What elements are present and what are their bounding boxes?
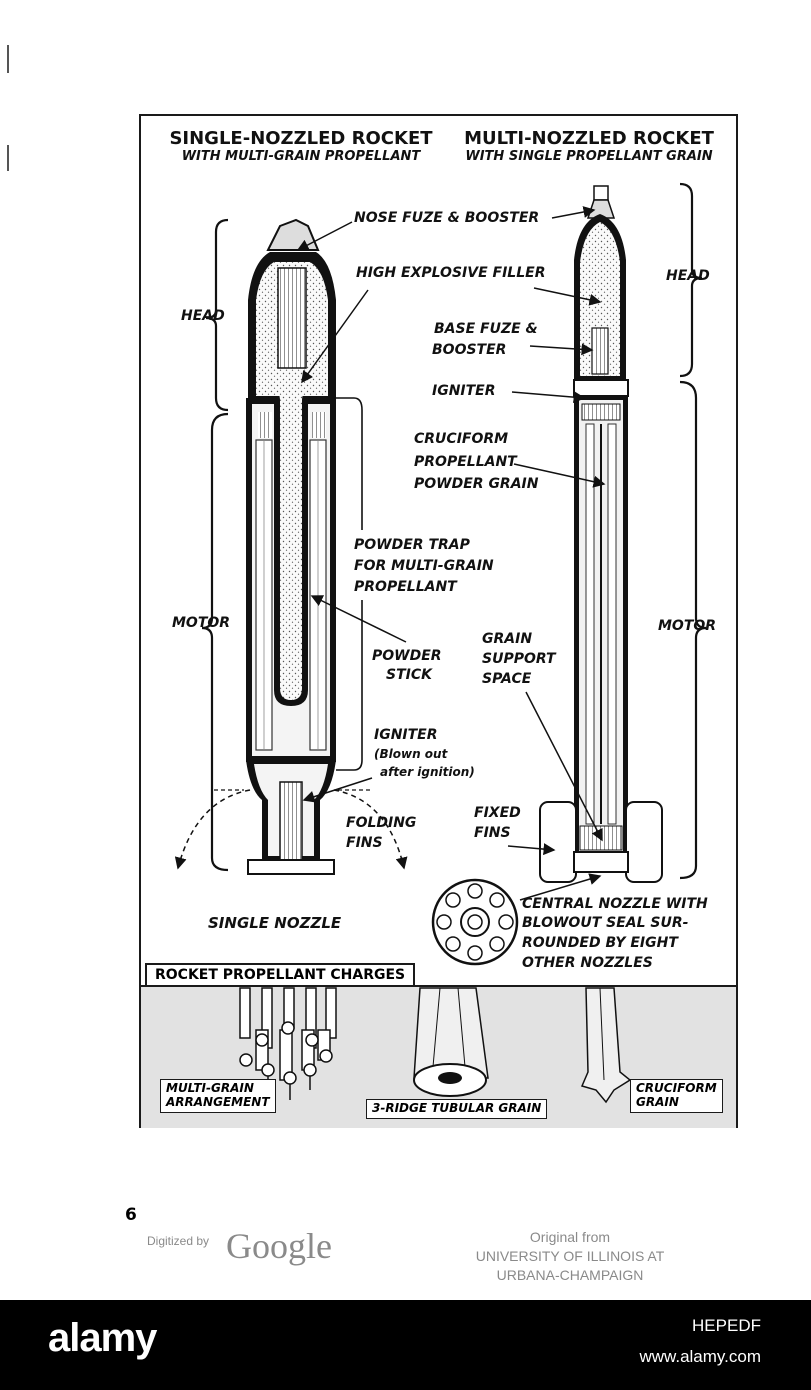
- right-title: MULTI-NOZZLED ROCKET WITH SINGLE PROPELL…: [458, 128, 720, 164]
- alamy-logo: alamy: [48, 1316, 157, 1360]
- label-powder-trap-3: PROPELLANT: [354, 579, 457, 595]
- head-brace-left: [205, 218, 229, 412]
- label-cruciform-3: POWDER GRAIN: [414, 476, 539, 492]
- label-cruciform-2: PROPELLANT: [414, 454, 517, 470]
- head-brace-right: [679, 182, 703, 378]
- site-url: www.alamy.com: [639, 1347, 761, 1366]
- label-base-fuze-2: BOOSTER: [432, 342, 507, 358]
- original-from-line2: UNIVERSITY OF ILLINOIS AT: [475, 1248, 665, 1264]
- left-title-line1: SINGLE-NOZZLED ROCKET: [169, 128, 433, 149]
- label-fixed-fins-1: FIXED: [474, 805, 521, 821]
- label-single-nozzle: SINGLE NOZZLE: [208, 914, 342, 932]
- label-cruciform-grain: CRUCIFORM GRAIN: [630, 1079, 723, 1113]
- right-title-line1: MULTI-NOZZLED ROCKET: [464, 128, 714, 149]
- label-cruciform-1: CRUCIFORM: [414, 431, 509, 447]
- label-central-nozzle-4: OTHER NOZZLES: [522, 955, 653, 971]
- label-cruciform-grain-1: CRUCIFORM: [636, 1081, 717, 1095]
- charges-title: ROCKET PROPELLANT CHARGES: [145, 963, 416, 987]
- label-grain-support-2: SUPPORT: [482, 651, 556, 667]
- single-nozzled-rocket: [174, 218, 408, 875]
- left-title-line2: WITH MULTI-GRAIN PROPELLANT: [181, 149, 421, 164]
- google-logo: Google: [226, 1226, 332, 1266]
- digitized-by: Digitized by: [147, 1234, 210, 1248]
- label-central-nozzle-2: BLOWOUT SEAL SUR-: [522, 915, 689, 931]
- original-from: Original from UNIVERSITY OF ILLINOIS AT …: [450, 1228, 690, 1285]
- label-powder-stick-2: STICK: [386, 667, 432, 683]
- label-motor-right: MOTOR: [658, 618, 717, 634]
- diagram-frame: [139, 114, 738, 1128]
- label-multi-grain-1: MULTI-GRAIN: [166, 1081, 254, 1095]
- label-igniter-left-note-2: after ignition): [380, 765, 475, 779]
- image-id: HEPEDF: [692, 1316, 761, 1335]
- label-folding-fins-1: FOLDING: [346, 815, 417, 831]
- stock-footer: [0, 1300, 811, 1390]
- label-motor-left: MOTOR: [172, 615, 231, 631]
- label-head-right: HEAD: [666, 268, 710, 284]
- label-fixed-fins-2: FINS: [474, 825, 511, 841]
- label-central-nozzle-3: ROUNDED BY EIGHT: [522, 935, 678, 951]
- label-he-filler: HIGH EXPLOSIVE FILLER: [356, 265, 546, 281]
- right-title-line2: WITH SINGLE PROPELLANT GRAIN: [465, 149, 713, 164]
- label-base-fuze-1: BASE FUZE &: [434, 321, 538, 337]
- label-multi-grain: MULTI-GRAIN ARRANGEMENT: [160, 1079, 276, 1113]
- label-powder-trap-2: FOR MULTI-GRAIN: [354, 558, 494, 574]
- motor-brace-right: [679, 380, 707, 880]
- label-folding-fins-2: FINS: [346, 835, 383, 851]
- leader-lines: [296, 206, 606, 901]
- multi-nozzled-rocket: [431, 185, 663, 966]
- label-nose-fuze: NOSE FUZE & BOOSTER: [354, 210, 540, 226]
- label-grain-support-3: SPACE: [482, 671, 532, 687]
- label-igniter-right: IGNITER: [432, 383, 496, 399]
- original-from-line3: URBANA-CHAMPAIGN: [496, 1267, 644, 1283]
- scan-edge-mark: [7, 45, 9, 73]
- label-head-left: HEAD: [181, 308, 225, 324]
- label-tubular-grain: 3-RIDGE TUBULAR GRAIN: [366, 1099, 548, 1119]
- left-title: SINGLE-NOZZLED ROCKET WITH MULTI-GRAIN P…: [160, 128, 442, 164]
- label-igniter-left: IGNITER: [374, 727, 438, 743]
- label-cruciform-grain-2: GRAIN: [636, 1094, 679, 1109]
- label-powder-trap-1: POWDER TRAP: [354, 537, 470, 553]
- label-powder-stick-1: POWDER: [372, 648, 442, 664]
- scan-edge-mark: [7, 145, 9, 171]
- label-grain-support-1: GRAIN: [482, 631, 533, 647]
- page-number: 6: [125, 1205, 137, 1225]
- label-multi-grain-2: ARRANGEMENT: [166, 1094, 270, 1109]
- motor-brace-left: [201, 412, 229, 872]
- label-central-nozzle-1: CENTRAL NOZZLE WITH: [522, 896, 708, 912]
- original-from-line1: Original from: [529, 1229, 611, 1245]
- label-igniter-left-note-1: (Blown out: [374, 747, 448, 761]
